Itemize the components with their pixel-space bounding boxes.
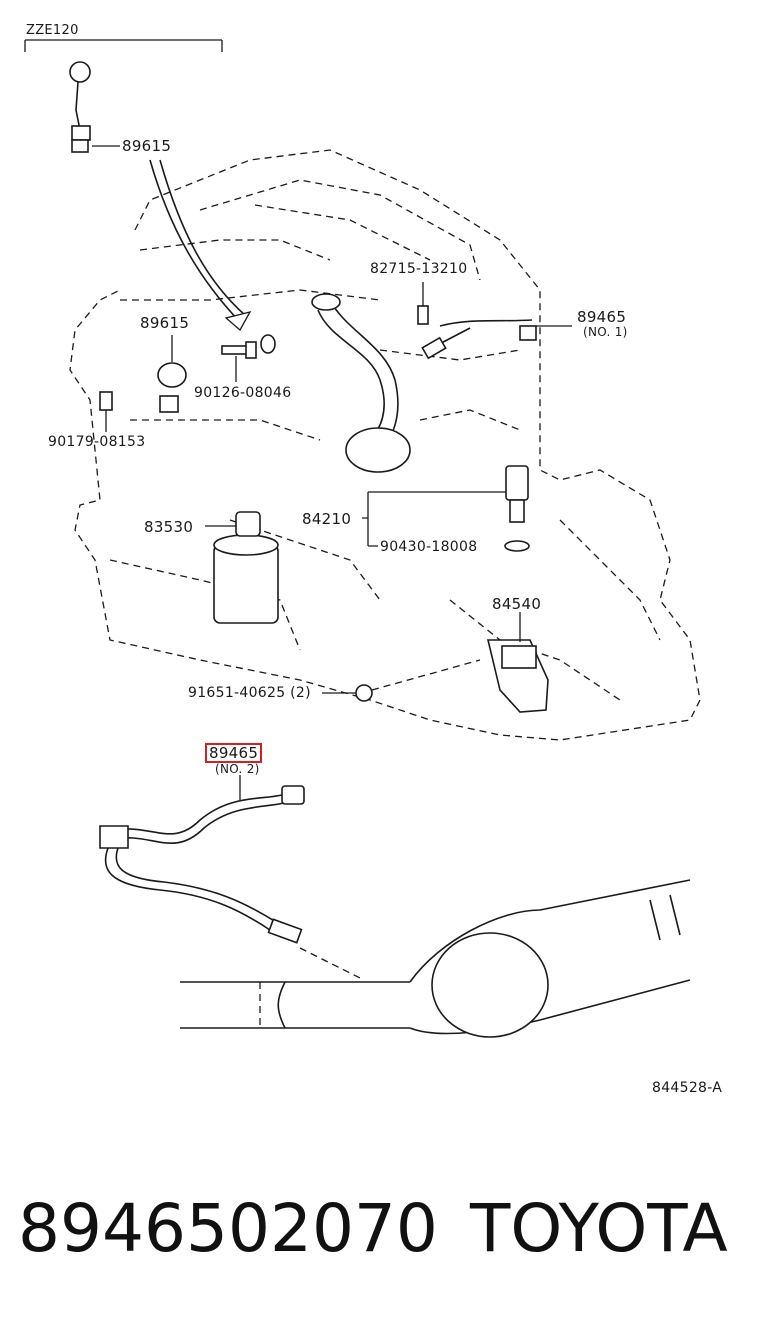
leader-89615-b xyxy=(159,159,247,317)
hose-top xyxy=(311,293,341,311)
hose-end xyxy=(345,427,411,473)
exhaust-catalytic-converter-icon xyxy=(180,879,691,1038)
hose-2 xyxy=(329,299,399,441)
leader-89615 xyxy=(149,159,241,323)
switch-84540-icon xyxy=(486,612,549,713)
label-89615-top[interactable]: 89615 xyxy=(122,137,172,155)
part-number: 8946502070 xyxy=(18,1190,438,1267)
label-90126[interactable]: 90126-08046 xyxy=(194,385,292,401)
knock-sensor-89615-mid-icon xyxy=(157,335,187,413)
oxygen-sensor-no1-icon xyxy=(417,282,572,360)
bolt-91651-icon xyxy=(322,659,481,702)
label-82715[interactable]: 82715-13210 xyxy=(370,261,468,277)
label-91651[interactable]: 91651-40625 (2) xyxy=(188,685,311,701)
model-code: ZZE120 xyxy=(26,23,79,38)
oil-filter-icon xyxy=(213,534,279,624)
label-84540[interactable]: 84540 xyxy=(492,595,542,613)
label-89465-no1-note: (NO. 1) xyxy=(583,325,628,339)
hose-1 xyxy=(317,309,385,441)
label-89465-no1[interactable]: 89465 xyxy=(577,308,627,326)
oil-pressure-switch-83530-icon xyxy=(205,511,261,537)
oxygen-sensor-no2-icon xyxy=(99,775,361,979)
model-bracket xyxy=(24,39,223,52)
bolt-90126-icon xyxy=(221,334,276,382)
label-89465-no2-note: (NO. 2) xyxy=(215,762,260,776)
figure-code: 844528-A xyxy=(652,1080,723,1096)
sensor-84210-icon xyxy=(362,465,530,552)
brand-name: TOYOTA xyxy=(470,1190,728,1267)
stud-90179-icon xyxy=(99,391,113,432)
parts-diagram xyxy=(24,39,701,1038)
label-90430[interactable]: 90430-18008 xyxy=(380,539,478,555)
label-89615-mid[interactable]: 89615 xyxy=(140,314,190,332)
label-89465-no2-highlighted[interactable]: 89465 xyxy=(205,743,263,763)
label-84210[interactable]: 84210 xyxy=(302,510,352,528)
knock-sensor-89615-top-icon xyxy=(69,61,120,153)
label-90179[interactable]: 90179-08153 xyxy=(48,434,146,450)
label-83530[interactable]: 83530 xyxy=(144,518,194,536)
